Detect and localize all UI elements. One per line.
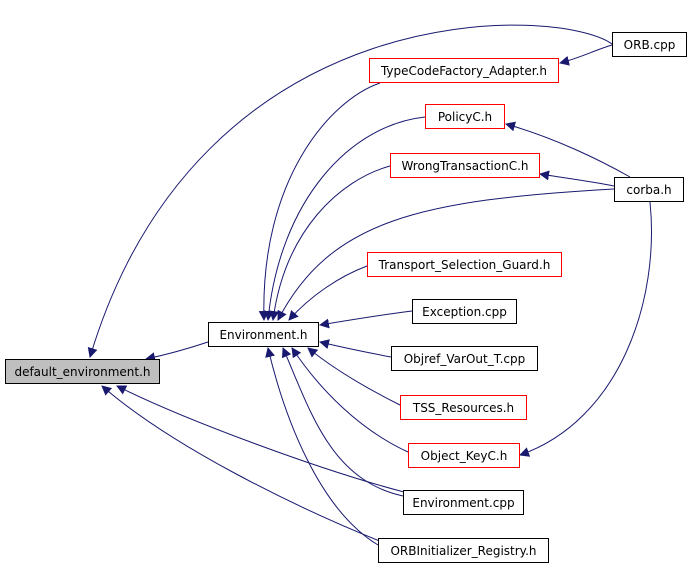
edge-wrongtransactionc-h-to-environment-h — [269, 165, 391, 321]
edge-tss-resources-h-to-environment-h — [307, 347, 401, 406]
edge-exception-cpp-to-environment-h — [319, 310, 413, 329]
node-corba-h[interactable]: corba.h — [614, 177, 684, 202]
node-label: corba.h — [626, 182, 672, 197]
edge-corba-h-to-policyc-h — [505, 121, 631, 178]
edge-corba-h-to-environment-h — [277, 188, 615, 321]
node-tss-resources-h[interactable]: TSS_Resources.h — [400, 395, 527, 420]
edge-orbinitializer-registry-h-to-environment-h — [265, 347, 379, 546]
node-environment-h[interactable]: Environment.h — [208, 322, 319, 347]
node-label: ORBInitializer_Registry.h — [390, 543, 537, 558]
edge-transport-selection-guard-h-to-environment-h — [288, 265, 368, 321]
node-label: PolicyC.h — [437, 109, 493, 124]
edge-orb-cpp-to-default-environment-h — [87, 24, 613, 358]
edge-policyc-h-to-environment-h — [263, 116, 426, 321]
node-label: TypeCodeFactory_Adapter.h — [380, 63, 548, 78]
node-exception-cpp[interactable]: Exception.cpp — [412, 299, 517, 324]
node-orbinitializer-registry-h[interactable]: ORBInitializer_Registry.h — [378, 538, 549, 563]
node-label: Objref_VarOut_T.cpp — [403, 351, 526, 366]
edge-orbinitializer-registry-h-to-default-environment-h — [101, 385, 383, 543]
node-label: Object_KeyC.h — [420, 448, 508, 463]
node-label: ORB.cpp — [623, 37, 676, 52]
edge-objref-varout-t-cpp-to-environment-h — [319, 339, 392, 358]
edge-orb-cpp-to-typecodefactory-adapter-h — [559, 44, 613, 66]
edge-environment-cpp-to-default-environment-h — [116, 385, 405, 493]
node-environment-cpp[interactable]: Environment.cpp — [403, 490, 524, 515]
edge-corba-h-to-wrongtransactionc-h — [539, 170, 615, 187]
node-label: Environment.cpp — [412, 495, 515, 510]
node-transport-selection-guard-h[interactable]: Transport_Selection_Guard.h — [367, 252, 562, 277]
node-orb-cpp[interactable]: ORB.cpp — [612, 32, 687, 57]
node-label: Exception.cpp — [422, 304, 507, 319]
edge-corba-h-to-object-keyc-h — [519, 201, 652, 457]
edge-environment-cpp-to-environment-h — [282, 347, 404, 497]
node-objref-varout-t-cpp[interactable]: Objref_VarOut_T.cpp — [391, 346, 538, 371]
node-policyc-h[interactable]: PolicyC.h — [425, 104, 505, 129]
edge-object-keyc-h-to-environment-h — [291, 347, 409, 453]
edge-typecodefactory-adapter-h-to-environment-h — [258, 82, 381, 321]
node-label: default_environment.h — [14, 364, 151, 379]
edges-layer — [87, 24, 652, 546]
node-label: TSS_Resources.h — [412, 400, 515, 415]
node-wrongtransactionc-h[interactable]: WrongTransactionC.h — [390, 153, 540, 178]
edge-environment-h-to-default-environment-h — [145, 341, 209, 363]
node-label: Transport_Selection_Guard.h — [378, 257, 551, 272]
node-default-environment-h: default_environment.h — [5, 359, 160, 384]
node-typecodefactory-adapter-h[interactable]: TypeCodeFactory_Adapter.h — [369, 58, 559, 83]
node-label: Environment.h — [219, 327, 308, 342]
node-label: WrongTransactionC.h — [401, 158, 529, 173]
node-object-keyc-h[interactable]: Object_KeyC.h — [408, 443, 520, 468]
